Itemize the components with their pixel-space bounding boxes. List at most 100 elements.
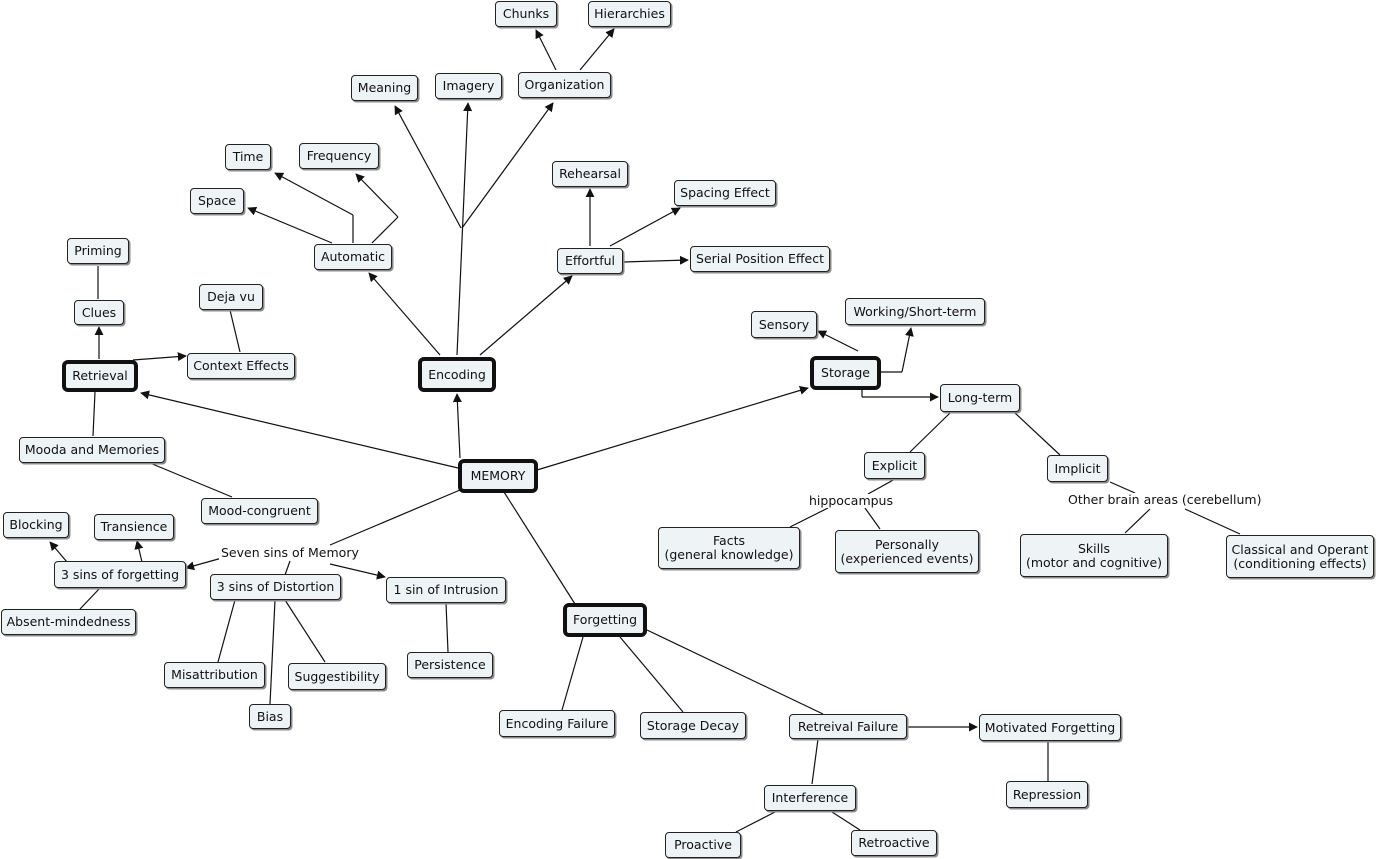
node-imagery-label: Imagery (442, 78, 495, 93)
node-effortful[interactable]: Effortful (557, 248, 623, 274)
node-forgetting[interactable]: Forgetting (563, 603, 647, 637)
node-encoding-failure[interactable]: Encoding Failure (499, 710, 615, 737)
node-mood-congruent[interactable]: Mood-congruent (201, 498, 318, 524)
node-space[interactable]: Space (190, 188, 244, 214)
node-context-effects[interactable]: Context Effects (187, 353, 295, 379)
node-organization[interactable]: Organization (518, 72, 611, 98)
node-facts[interactable]: Facts (general knowledge) (658, 527, 800, 569)
node-automatic-label: Automatic (320, 249, 386, 264)
edge-retrieval-context (132, 352, 187, 362)
node-misattribution[interactable]: Misattribution (164, 662, 265, 688)
edge-distortion-bias (269, 599, 276, 705)
node-repression-label: Repression (1012, 786, 1082, 802)
node-hierarchies[interactable]: Hierarchies (588, 1, 671, 27)
node-interference[interactable]: Interference (764, 785, 856, 811)
node-retrieval[interactable]: Retrieval (62, 360, 138, 392)
edge-encoding-effortful (479, 275, 573, 356)
node-deja-vu[interactable]: Deja vu (199, 284, 263, 310)
node-automatic[interactable]: Automatic (314, 244, 392, 270)
edge-memory-encoding (452, 393, 462, 459)
node-retroactive-label: Retroactive (858, 835, 930, 850)
node-priming-label: Priming (74, 243, 122, 258)
node-retrieval-label: Retrieval (72, 368, 128, 383)
edge-forgetting-retfail (646, 629, 824, 715)
node-memory[interactable]: MEMORY (458, 459, 538, 493)
node-frequency-label: Frequency (306, 148, 372, 163)
node-frequency[interactable]: Frequency (299, 143, 379, 169)
node-three-sins-distortion[interactable]: 3 sins of Distortion (210, 574, 341, 600)
node-persistence-label: Persistence (414, 657, 486, 672)
node-proactive[interactable]: Proactive (665, 832, 741, 858)
node-time-label: Time (232, 149, 264, 164)
node-skills[interactable]: Skills (motor and cognitive) (1020, 534, 1168, 577)
edge-other-skills (1124, 508, 1151, 534)
node-long-term[interactable]: Long-term (940, 384, 1020, 412)
node-bias[interactable]: Bias (249, 704, 291, 729)
node-three-sins-forgetting[interactable]: 3 sins of forgetting (54, 561, 186, 588)
node-priming[interactable]: Priming (67, 238, 129, 264)
edge-automatic-time-2 (274, 172, 354, 216)
node-sensory[interactable]: Sensory (751, 311, 817, 338)
node-mooda-memories[interactable]: Mooda and Memories (19, 437, 165, 463)
node-effortful-label: Effortful (565, 253, 615, 268)
node-suggestibility[interactable]: Suggestibility (288, 663, 386, 690)
node-three-sins-forgetting-label: 3 sins of forgetting (60, 566, 180, 582)
node-meaning[interactable]: Meaning (351, 75, 418, 101)
node-absent-mindedness[interactable]: Absent-mindedness (1, 609, 136, 635)
node-implicit[interactable]: Implicit (1047, 455, 1108, 482)
edge-longterm-implicit (1014, 412, 1061, 456)
edge-forgetting-encfail (561, 636, 584, 711)
node-repression[interactable]: Repression (1006, 781, 1088, 808)
node-suggestibility-label: Suggestibility (294, 668, 380, 684)
edge-organization-chunks (535, 29, 557, 71)
node-storage-decay[interactable]: Storage Decay (640, 712, 746, 739)
node-personally[interactable]: Personally (experienced events) (835, 530, 979, 573)
node-spacing-effect-label: Spacing Effect (680, 185, 770, 200)
node-retroactive[interactable]: Retroactive (851, 830, 937, 856)
edge-sevensins-forgetting (185, 557, 223, 571)
edge-distortion-misattribution (217, 599, 236, 663)
node-mood-congruent-label: Mood-congruent (208, 503, 311, 518)
node-explicit[interactable]: Explicit (864, 452, 925, 479)
node-storage[interactable]: Storage (810, 356, 881, 390)
edge-forgetting-transience (134, 540, 144, 563)
edge-interference-proactive (735, 811, 776, 833)
node-encoding-label: Encoding (428, 366, 486, 382)
node-rehearsal[interactable]: Rehearsal (552, 161, 628, 187)
node-classical-operant[interactable]: Classical and Operant (conditioning effe… (1226, 535, 1374, 578)
node-transience[interactable]: Transience (94, 514, 174, 540)
node-blocking-label: Blocking (9, 517, 63, 532)
edge-implicit-other (1109, 481, 1136, 494)
node-organization-label: Organization (524, 77, 605, 92)
node-one-sin-intrusion[interactable]: 1 sin of Intrusion (386, 577, 506, 603)
node-deja-vu-label: Deja vu (207, 289, 255, 304)
node-working-short-term[interactable]: Working/Short-term (845, 298, 985, 325)
node-persistence[interactable]: Persistence (407, 652, 493, 678)
node-misattribution-label: Misattribution (171, 667, 258, 682)
node-sensory-label: Sensory (758, 316, 810, 332)
node-motivated-forgetting-label: Motivated Forgetting (984, 719, 1116, 735)
node-space-label: Space (197, 193, 237, 208)
node-time[interactable]: Time (225, 144, 271, 170)
edge-forgetting-decay (619, 636, 684, 713)
node-personally-line1: Personally (874, 536, 939, 552)
node-imagery[interactable]: Imagery (435, 73, 502, 99)
node-spacing-effect[interactable]: Spacing Effect (674, 180, 776, 206)
node-blocking[interactable]: Blocking (3, 512, 69, 538)
node-motivated-forgetting[interactable]: Motivated Forgetting (979, 714, 1121, 741)
node-chunks[interactable]: Chunks (495, 1, 557, 27)
link-label-other-brain-areas: Other brain areas (cerebellum) (1066, 492, 1264, 507)
node-classical-operant-line1: Classical and Operant (1231, 541, 1369, 557)
node-encoding[interactable]: Encoding (418, 357, 496, 392)
node-serial-position-effect[interactable]: Serial Position Effect (690, 246, 830, 272)
node-encoding-failure-label: Encoding Failure (505, 715, 609, 731)
node-clues[interactable]: Clues (74, 300, 124, 325)
node-retreival-failure[interactable]: Retreival Failure (789, 714, 907, 739)
edge-organization-hierarchies (579, 28, 615, 71)
edge-sevensins-distortion (284, 560, 291, 576)
node-meaning-label: Meaning (357, 80, 412, 95)
link-label-seven-sins: Seven sins of Memory (219, 545, 361, 560)
node-bias-label: Bias (256, 708, 284, 724)
node-storage-decay-label: Storage Decay (646, 717, 740, 733)
